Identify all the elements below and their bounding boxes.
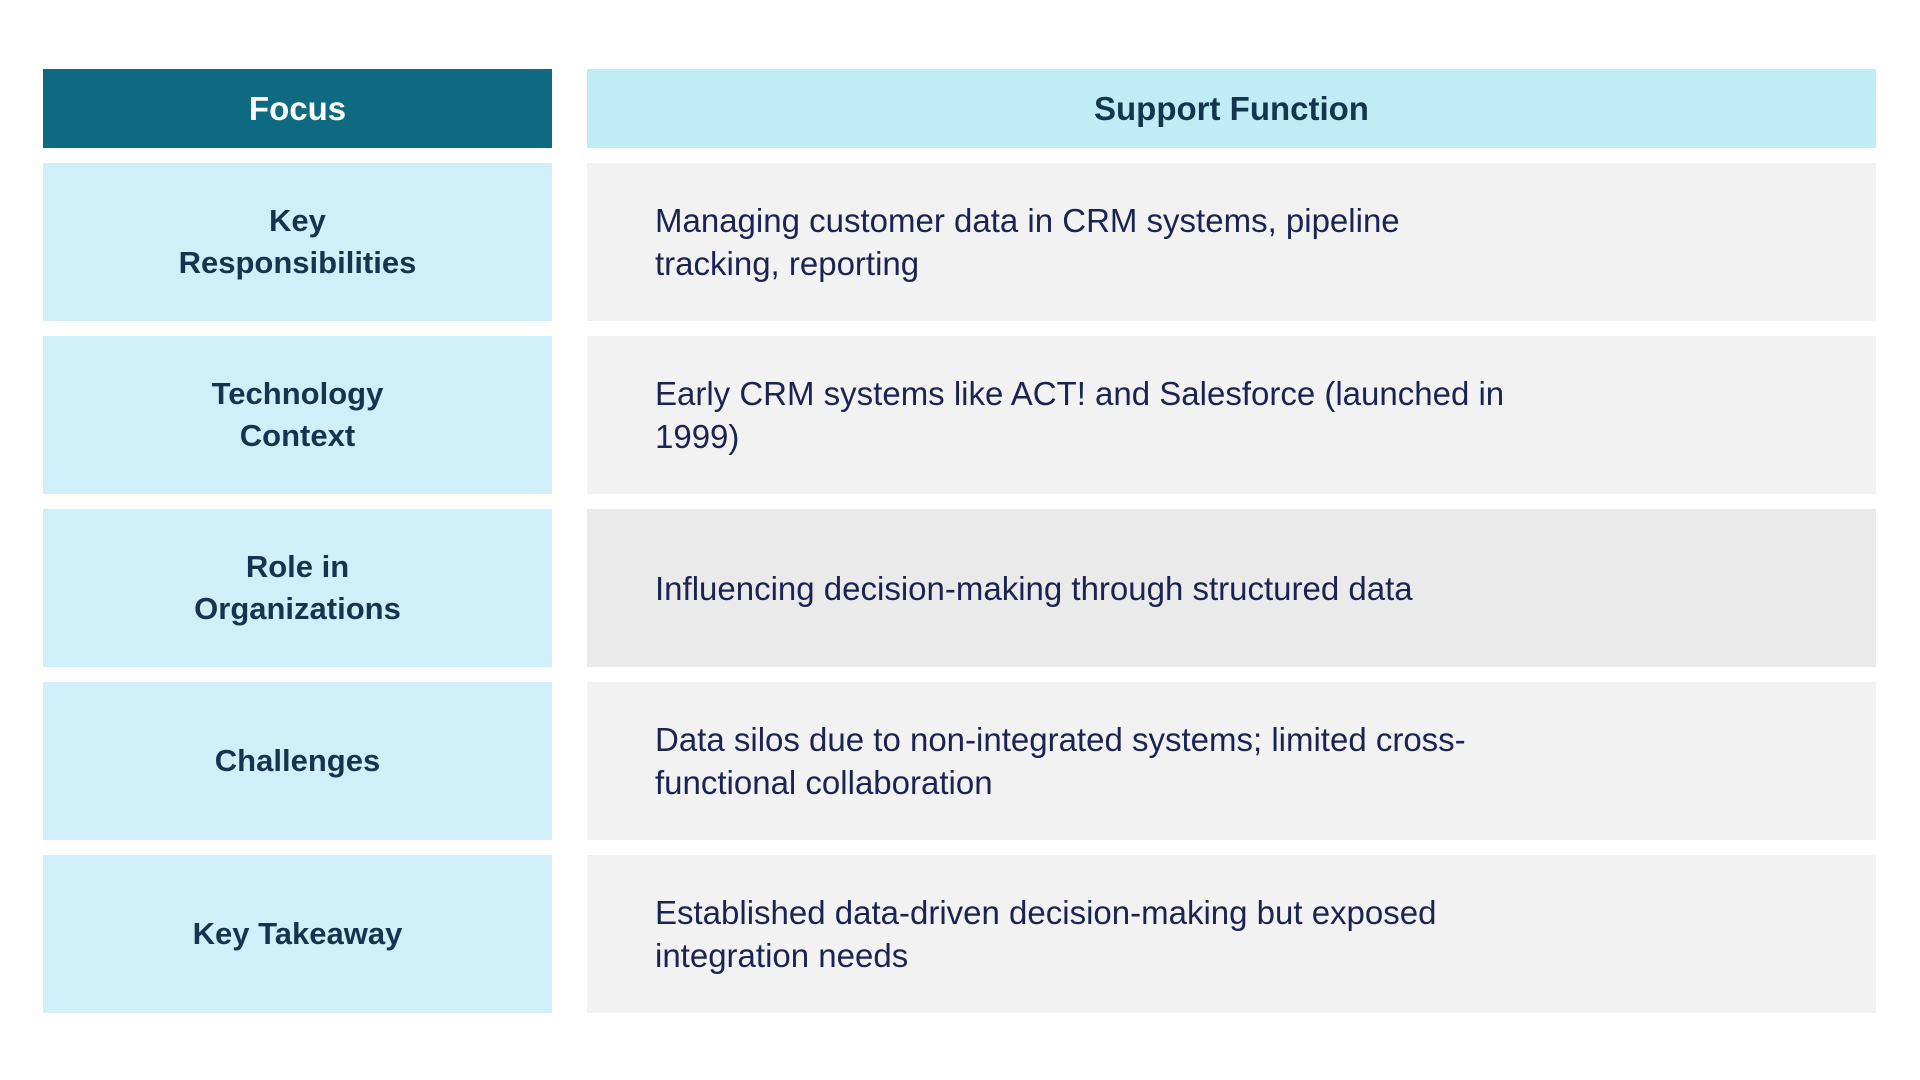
row-label-key-responsibilities: Key Responsibilities xyxy=(43,163,552,321)
row-value-technology-context: Early CRM systems like ACT! and Salesfor… xyxy=(587,336,1876,494)
column-header-focus: Focus xyxy=(43,69,552,148)
row-value-key-takeaway: Established data-driven decision-making … xyxy=(587,855,1876,1013)
comparison-table: Focus Support Function Key Responsibilit… xyxy=(43,69,1876,1013)
row-value-challenges: Data silos due to non-integrated systems… xyxy=(587,682,1876,840)
row-value-role-in-organizations: Influencing decision-making through stru… xyxy=(587,509,1876,667)
row-label-role-in-organizations: Role in Organizations xyxy=(43,509,552,667)
row-label-key-takeaway: Key Takeaway xyxy=(43,855,552,1013)
row-value-key-responsibilities: Managing customer data in CRM systems, p… xyxy=(587,163,1876,321)
row-label-challenges: Challenges xyxy=(43,682,552,840)
row-label-technology-context: Technology Context xyxy=(43,336,552,494)
column-header-support: Support Function xyxy=(587,69,1876,148)
